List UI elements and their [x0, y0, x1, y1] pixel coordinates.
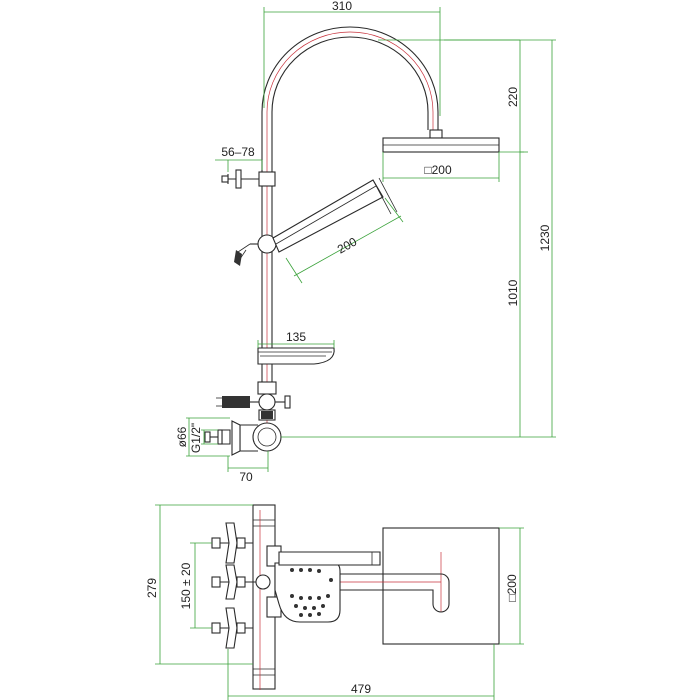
dim-total-height: 1230	[538, 224, 552, 251]
dim-plan-width: 479	[351, 682, 371, 696]
spray-nozzles	[290, 568, 333, 617]
hand-shower-slider	[234, 234, 277, 266]
dim-hand-length: 200	[335, 234, 360, 256]
hand-shower	[272, 177, 398, 253]
dim-connection-diameter: ø66	[175, 426, 189, 447]
plan-handle-middle	[211, 564, 256, 600]
dim-head-size: □200	[424, 163, 452, 177]
plan-handle-bottom	[211, 607, 253, 649]
wall-bracket-top	[221, 169, 276, 189]
dim-plan-spacing: 150 ± 20	[179, 562, 193, 609]
plan-hand-shower	[274, 551, 381, 623]
plan-handle-top	[211, 522, 253, 564]
thermostatic-mixer	[204, 420, 282, 456]
soap-shelf	[257, 347, 335, 365]
dim-arm-height: 220	[506, 87, 520, 107]
diverter-assembly	[216, 381, 291, 421]
plan-view: 279 150 ± 20 479 □200	[145, 504, 524, 700]
dim-plan-head-size: □200	[505, 574, 519, 602]
dim-plan-depth: 279	[145, 578, 159, 598]
dim-shelf-width: 135	[286, 330, 306, 344]
dim-wall-offset: 70	[239, 470, 253, 484]
dim-bar-height: 1010	[506, 279, 520, 306]
dim-arm-width: 310	[332, 0, 352, 13]
front-elevation: 310 220 1230 1010 56–78 □200 200 135 ø66…	[175, 0, 556, 484]
dim-arm-offset: 56–78	[221, 145, 255, 159]
dim-connection-thread: G1/2"	[189, 423, 203, 453]
